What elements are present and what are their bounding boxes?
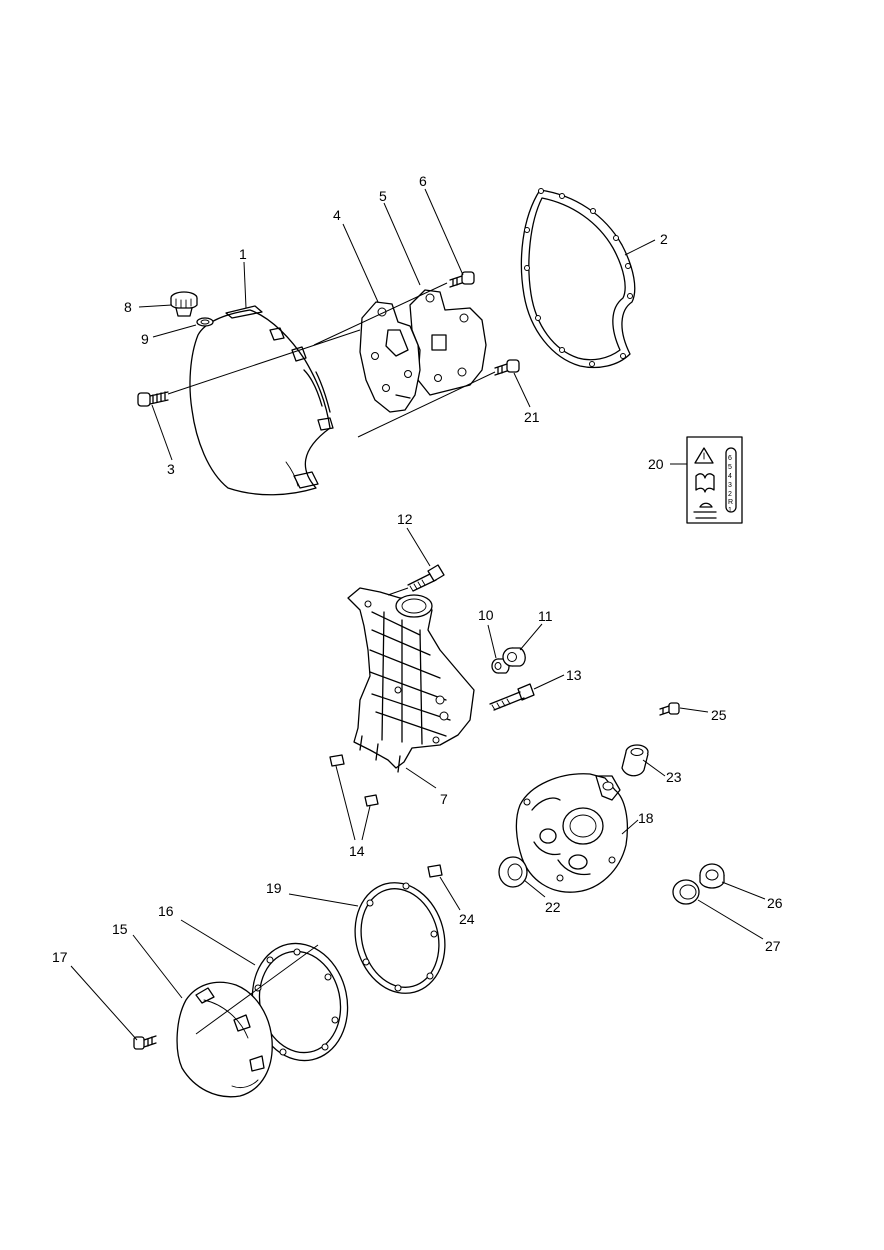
callout-2: 2 — [660, 231, 668, 247]
gear-digit: 3 — [728, 482, 732, 489]
callout-24: 24 — [459, 911, 475, 927]
callout-23: 23 — [666, 769, 682, 785]
bolt-3-part — [137, 391, 169, 407]
gear-digit: 6 — [728, 455, 732, 462]
gear-digit: 1 — [728, 507, 732, 514]
bearing-11-part — [502, 647, 526, 667]
callout-16: 16 — [158, 903, 174, 919]
bearing-housing-part — [515, 773, 629, 893]
bolt-13-part — [489, 683, 535, 711]
dowel-14b-part — [364, 794, 379, 807]
warning-label-part: 6 5 4 3 2 R 1 — [686, 436, 743, 524]
callout-18: 18 — [638, 810, 654, 826]
outer-cover-part — [189, 305, 334, 496]
assembly-lines — [167, 282, 496, 1035]
callout-15: 15 — [112, 921, 128, 937]
callout-22: 22 — [545, 899, 561, 915]
callout-25: 25 — [711, 707, 727, 723]
callout-8: 8 — [124, 299, 132, 315]
seal-22-part — [498, 856, 528, 888]
gear-digit: 5 — [728, 464, 732, 471]
callout-14: 14 — [349, 843, 365, 859]
bolt-17-part — [133, 1035, 157, 1050]
bracket-plates-part — [359, 289, 487, 413]
callout-leaders — [70, 188, 766, 1041]
callout-7: 7 — [440, 791, 448, 807]
callout-5: 5 — [379, 188, 387, 204]
cover-gasket-part — [520, 188, 636, 369]
callout-26: 26 — [767, 895, 783, 911]
round-gasket-19-part — [354, 882, 446, 994]
bolt-6-part — [449, 271, 475, 288]
callout-labels: 1 2 3 4 5 6 7 8 9 10 11 12 13 14 15 16 1… — [52, 173, 783, 965]
sleeve-23-part — [621, 744, 649, 777]
callout-6: 6 — [419, 173, 427, 189]
filler-cap-part — [170, 291, 198, 317]
washer-27-part — [672, 879, 700, 905]
callout-27: 27 — [765, 938, 781, 954]
callout-21: 21 — [524, 409, 540, 425]
inner-housing-part — [347, 587, 475, 773]
bolt-21-part — [494, 359, 520, 376]
gear-digit: R — [728, 499, 733, 506]
gear-digit: 2 — [728, 491, 732, 498]
callout-10: 10 — [478, 607, 494, 623]
callout-13: 13 — [566, 667, 582, 683]
callout-3: 3 — [167, 461, 175, 477]
callout-17: 17 — [52, 949, 68, 965]
o-ring-9-part — [196, 317, 214, 327]
callout-12: 12 — [397, 511, 413, 527]
callout-4: 4 — [333, 207, 341, 223]
callout-9: 9 — [141, 331, 149, 347]
dowel-14a-part — [329, 754, 345, 767]
callout-20: 20 — [648, 456, 664, 472]
callout-11: 11 — [538, 608, 553, 624]
dowel-24-part — [427, 864, 443, 878]
clutch-cover-15-part — [176, 981, 273, 1098]
plug-26-part — [699, 863, 725, 889]
callout-19: 19 — [266, 880, 282, 896]
callout-1: 1 — [239, 246, 247, 262]
bolt-12-part — [407, 564, 445, 592]
bolt-25-part — [659, 702, 680, 716]
gear-digit: 4 — [728, 473, 732, 480]
